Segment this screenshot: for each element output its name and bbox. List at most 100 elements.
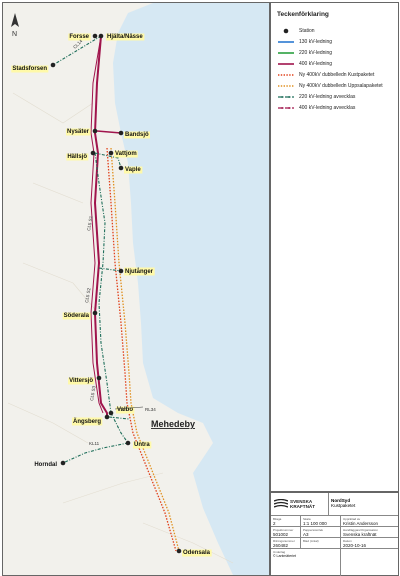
legend-title: Teckenförklaring: [277, 11, 329, 18]
station-label-highlight: [116, 406, 135, 414]
mehedeby-label: Mehedeby: [151, 419, 195, 429]
legend-item-label: Station: [299, 28, 315, 34]
legend-item: 220 kV-ledning avvecklas: [277, 93, 397, 101]
upprattad-value: Kristin Andersson: [343, 521, 379, 526]
station-marker[interactable]: [92, 310, 98, 316]
station-marker[interactable]: [108, 150, 114, 156]
line-400-bandsjo: [96, 130, 122, 134]
line-code-label: RL34: [145, 407, 156, 412]
station-label-highlight: [62, 312, 91, 320]
handlaggare-key: Handläggare/Organisation: [343, 528, 379, 532]
legend-item: 130 kV-ledning: [277, 38, 397, 46]
blad-key: Blad (Antal): [303, 539, 319, 543]
legend-item: Station: [277, 27, 397, 35]
station-label-highlight: [124, 131, 151, 139]
legend-panel: Teckenförklaring Station 130 kV-ledning 22…: [270, 2, 399, 492]
station-marker[interactable]: [176, 548, 182, 554]
pappers-value: A3: [303, 532, 309, 537]
station-marker[interactable]: [108, 410, 114, 416]
station-marker[interactable]: [96, 375, 102, 381]
line-code-label: KL11: [89, 441, 100, 446]
bilaga-key: Bilaga: [273, 517, 282, 521]
station-marker[interactable]: [125, 440, 131, 446]
station-label-highlight: [66, 153, 89, 161]
station-label: Valbo: [117, 407, 133, 413]
station-symbol-icon: [283, 28, 289, 34]
legend-item: 220 kV-ledning: [277, 49, 397, 57]
station-label-highlight: [124, 166, 143, 174]
legend-item-label: 220 kV-ledning: [299, 50, 333, 56]
station-marker[interactable]: [118, 165, 124, 171]
station-label-highlight: [11, 65, 49, 73]
legend-item: Ny 400kV dubbelledn Kustpaketet: [277, 71, 397, 79]
station-label-highlight: [68, 33, 91, 41]
station-marker[interactable]: [118, 268, 124, 274]
station-marker[interactable]: [92, 33, 98, 39]
legend-item-label: Ny 400kV dubbelledn Uppsalapaketet: [299, 83, 383, 89]
ritningsnr-value: 260482: [273, 543, 289, 548]
legend-item: 400 kV-ledning avvecklas: [277, 104, 397, 112]
upprattad-key: Upprättad av: [343, 517, 361, 521]
station-marker[interactable]: [90, 150, 96, 156]
logo-text: SVENSKA KRAFTNÄT: [290, 499, 316, 509]
station-label: Söderala: [64, 313, 90, 319]
handlaggare-value: Svenska kraftnät: [343, 532, 377, 537]
pappers-key: Pappersstorlek: [303, 528, 324, 532]
project-cell: NordSyd Kustpaketet: [329, 493, 398, 515]
title-block: SVENSKA KRAFTNÄT NordSyd Kustpaketet Bil…: [270, 492, 399, 576]
station-marker[interactable]: [92, 128, 98, 134]
line-symbol-icon: [278, 52, 294, 54]
projektnr-key: Projektnummer: [273, 528, 294, 532]
line-new-400-uppsala: [110, 147, 180, 552]
station-label: Ängsberg: [73, 418, 101, 425]
lines-220-avvecklas: [52, 35, 130, 464]
legend-item: 400 kV-ledning: [277, 60, 397, 68]
legend-item-label: 400 kV-ledning: [299, 61, 333, 67]
station-label-highlight: [65, 128, 91, 136]
station-label: Hällsjö: [67, 154, 87, 160]
line-new-400-kust: [106, 147, 177, 552]
datum-key: Datum: [343, 539, 352, 543]
station-label-highlight: [114, 150, 138, 158]
line-symbol-icon: [278, 63, 294, 65]
station-label: Vittersjö: [69, 378, 93, 384]
bilaga-value: 2: [273, 521, 276, 526]
background-roads: [7, 92, 234, 564]
station-label: Vattjom: [115, 151, 137, 157]
skala-key: Skala: [303, 517, 311, 521]
line-symbol-icon: [278, 107, 294, 109]
station-label-highlight: [71, 417, 103, 426]
legend-item-label: 400 kV-ledning avvecklas: [299, 105, 356, 111]
station-label: Bandsjö: [125, 132, 149, 138]
station-label-highlight: [106, 33, 145, 41]
north-arrow-label: N: [12, 31, 17, 38]
line-symbol-icon: [278, 85, 294, 87]
title-block-header: SVENSKA KRAFTNÄT NordSyd Kustpaketet: [271, 493, 398, 515]
line-code-label: CL14: [72, 38, 83, 49]
station-marker[interactable]: [50, 62, 56, 68]
north-arrow-icon: N: [11, 13, 19, 38]
station-marker[interactable]: [118, 130, 124, 136]
station-label: Odensala: [183, 550, 211, 556]
legend-item-label: 220 kV-ledning avvecklas: [299, 94, 356, 100]
station-label: Vaple: [125, 167, 141, 173]
station-label: Njutånger: [125, 268, 154, 275]
sea-area: [113, 3, 269, 575]
station-marker[interactable]: [104, 414, 110, 420]
station-marker[interactable]: [60, 460, 66, 466]
station-marker[interactable]: [98, 33, 104, 39]
projektnr-value: 501002: [273, 532, 289, 537]
station-label: Untra: [134, 442, 150, 448]
svk-logo-icon: [274, 499, 288, 508]
logo-cell: SVENSKA KRAFTNÄT: [271, 493, 329, 515]
skala-value: 1:1 100 000: [303, 521, 327, 526]
station-label-highlight: [124, 267, 155, 276]
ritningsnr-key: Ritningsnummer: [273, 539, 295, 543]
legend-item: Ny 400kV dubbelledn Uppsalapaketet: [277, 82, 397, 90]
station-label: Hjälta/Nässe: [107, 34, 143, 40]
